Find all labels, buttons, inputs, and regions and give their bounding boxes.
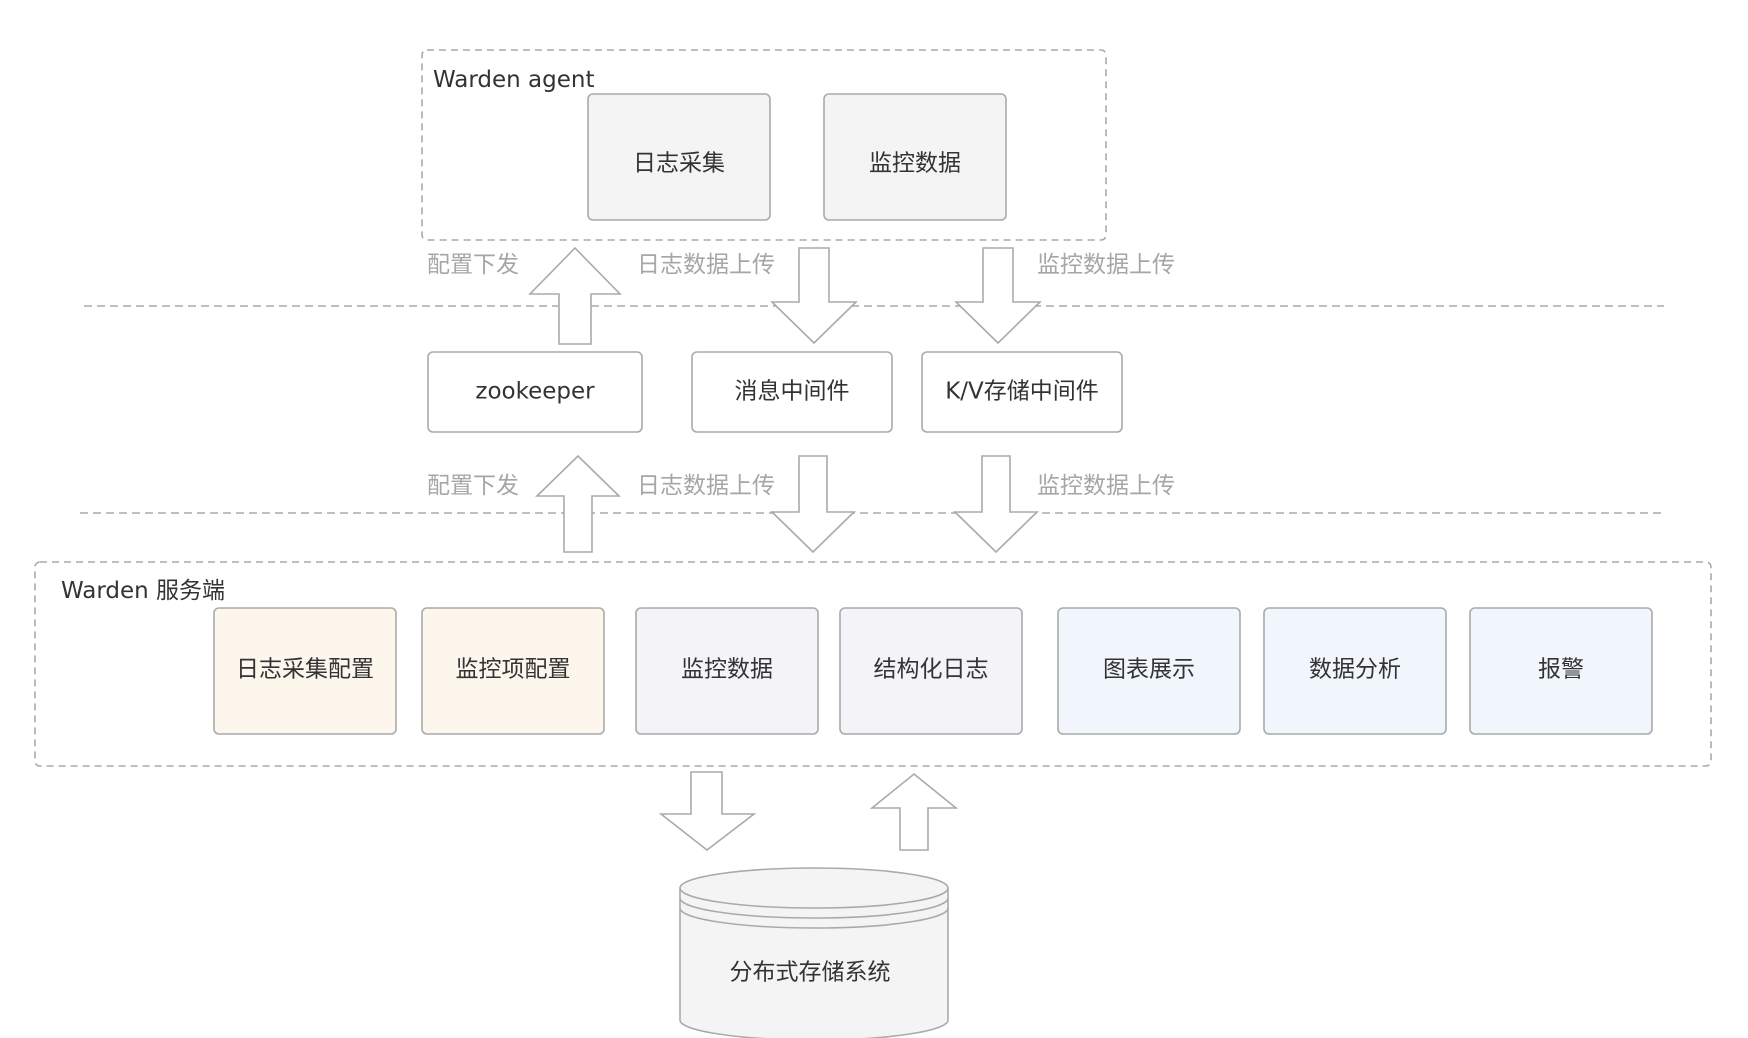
- arrow-down-metric-2: [953, 455, 1039, 554]
- agent-group-label: Warden agent: [433, 67, 595, 93]
- server-box-analysis: [1263, 607, 1447, 735]
- agent-box-metrics: [823, 93, 1007, 221]
- server-box-alarm-label: 报警: [1538, 657, 1584, 683]
- arrow-up-from-storage: [869, 772, 959, 851]
- server-box-log-config: [213, 607, 397, 735]
- flow-label-config-down-2: 配置下发: [427, 473, 519, 499]
- server-box-charts: [1057, 607, 1241, 735]
- server-box-charts-label: 图表展示: [1103, 657, 1195, 683]
- middleware-box-kv-store: [921, 351, 1123, 433]
- middleware-box-zookeeper: [427, 351, 643, 433]
- arrow-down-to-storage: [658, 771, 757, 852]
- server-box-metrics-label: 监控数据: [681, 657, 773, 683]
- flow-label-metric-upload-1: 监控数据上传: [1037, 252, 1175, 278]
- flow-label-metric-upload-2: 监控数据上传: [1037, 473, 1175, 499]
- arrow-down-metric-1: [954, 247, 1042, 345]
- flow-label-config-down-1: 配置下发: [427, 252, 519, 278]
- storage-cylinder-icon: [679, 867, 949, 1038]
- storage-label: 分布式存储系统: [730, 960, 891, 986]
- server-box-analysis-label: 数据分析: [1309, 657, 1401, 683]
- middleware-box-message-queue: [691, 351, 893, 433]
- agent-group-frame: [421, 49, 1107, 241]
- middleware-box-message-queue-label: 消息中间件: [735, 379, 850, 405]
- server-box-metrics: [635, 607, 819, 735]
- server-box-structured-log-label: 结构化日志: [874, 657, 989, 683]
- server-group-label: Warden 服务端: [61, 578, 225, 604]
- server-box-metric-config-label: 监控项配置: [456, 657, 571, 683]
- flow-label-log-upload-1: 日志数据上传: [637, 252, 775, 278]
- arrow-up-config-1: [528, 246, 622, 345]
- agent-box-log-collect: [587, 93, 771, 221]
- middleware-box-kv-store-label: K/V存储中间件: [945, 379, 1099, 405]
- server-box-structured-log: [839, 607, 1023, 735]
- arrow-down-log-1: [770, 247, 858, 345]
- agent-box-metrics-label: 监控数据: [869, 151, 961, 177]
- server-group-frame: [34, 561, 1712, 767]
- server-box-metric-config: [421, 607, 605, 735]
- arrow-down-log-2: [770, 455, 856, 554]
- flow-label-log-upload-2: 日志数据上传: [637, 473, 775, 499]
- agent-box-log-collect-label: 日志采集: [633, 151, 725, 177]
- server-box-log-config-label: 日志采集配置: [236, 657, 374, 683]
- server-box-alarm: [1469, 607, 1653, 735]
- arrow-up-config-2: [535, 454, 621, 553]
- middleware-box-zookeeper-label: zookeeper: [475, 379, 595, 405]
